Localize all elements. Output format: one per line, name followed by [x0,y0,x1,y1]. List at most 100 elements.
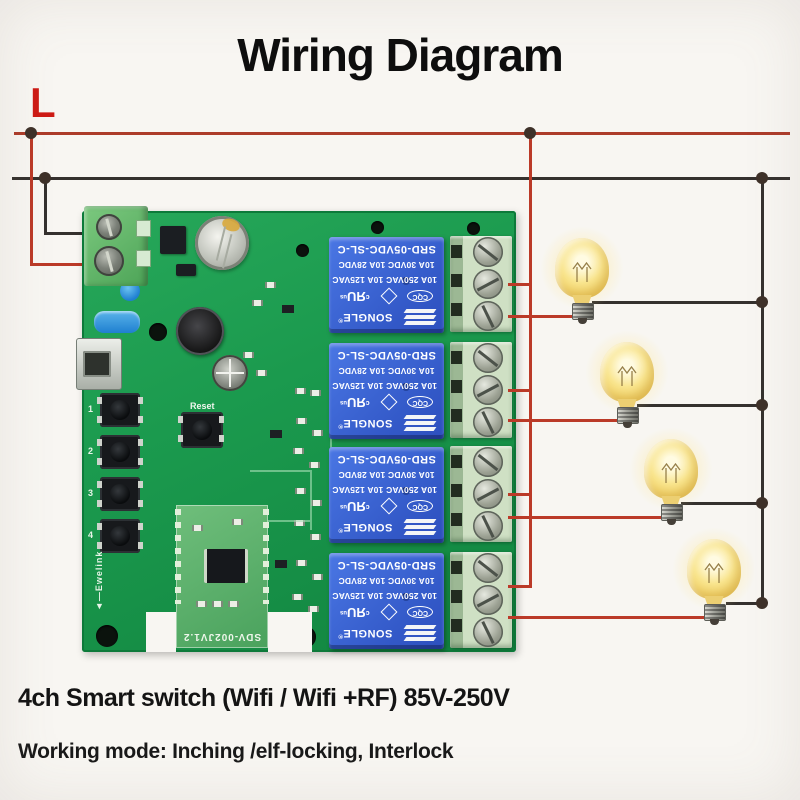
terminal-screw [472,553,503,583]
junction-dot [39,172,51,184]
ul-mark: cЯUus [340,499,370,514]
terminal-screw [472,511,503,541]
terminal-screw [472,447,503,477]
smd-component [196,601,207,607]
bulb-contact-tip [578,318,587,324]
live-bus-wire [14,132,790,135]
junction-dot [756,296,768,308]
smd-component [309,462,320,468]
capacitor [212,355,248,391]
live-feeder-vertical [529,132,532,588]
smd-component [275,560,287,568]
output-terminal-1 [450,236,512,332]
live-wire-label: L [30,79,56,126]
junction-dot [756,399,768,411]
relay4-common-stub [508,585,532,588]
vde-diamond-mark [380,393,398,411]
bulb-neck [661,496,681,505]
bulb2-live-wire [508,419,627,422]
relay-3: SONGLE® CQC cЯUus 10A 250VAC 10A 125VAC … [329,447,444,543]
relay-dc-rating: 10A 30VDC 10A 28VDC [338,260,435,270]
button-label-2: 2 [88,446,94,456]
smd-component [310,534,321,540]
smd-component [308,606,319,612]
terminal-screw [472,237,503,267]
bulb-neck [572,295,592,304]
terminal-screw [472,407,503,437]
bulb2-neutral-wire [637,404,764,407]
smd-component [243,352,254,358]
relay-mark-dot [402,277,410,285]
rf-module-label: SDV-002JV1.2 [182,631,262,642]
relay3-common-stub [508,493,532,496]
terminal-screw [472,269,503,299]
smd-component [212,601,223,607]
capacitor [195,216,249,270]
junction-dot [756,172,768,184]
smd-component [232,519,243,525]
light-bulb-4 [672,527,756,625]
bulb-contact-tip [623,422,632,428]
working-mode-caption: Working mode: Inching /elf-locking, Inte… [18,740,454,763]
relay-dc-rating: 10A 30VDC 10A 28VDC [338,470,435,480]
relay-2: SONGLE® CQC cЯUus 10A 250VAC 10A 125VAC … [329,343,444,439]
relay-model: SRD-05VDC-SL-C [337,559,436,571]
relay-model: SRD-05VDC-SL-C [337,453,436,465]
reset-button [178,412,223,448]
smd-component [282,305,294,313]
via-hole [149,323,167,341]
bulb-contact-tip [710,619,719,625]
bulb3-live-wire [508,516,671,519]
smd-component [295,388,306,394]
smd-component [296,560,307,566]
bulb4-neutral-wire [726,602,764,605]
junction-dot [524,127,536,139]
terminal-screw [472,375,503,405]
smd-component [252,300,263,306]
ul-mark: cЯUus [340,289,370,304]
live-input-drop [30,132,33,266]
cqc-mark: CQC [407,290,433,302]
mounting-hole [96,625,118,647]
relay-ac-rating: 10A 250VAC 10A 125VAC [332,381,437,391]
vde-diamond-mark [380,287,398,305]
bulb-neck [704,596,724,605]
ewelink-silkscreen: ◄—Ewelink [94,550,104,611]
terminal-screw [472,617,503,647]
micro-usb-port [76,338,122,390]
neutral-input-drop [44,177,47,235]
smd-component [270,430,282,438]
capacitor [120,281,140,301]
bulb-filament-icon [661,462,681,483]
capacitor [94,311,140,333]
bulb3-neutral-wire [681,502,764,505]
live-input-lead [30,263,90,266]
pcb-trace [260,520,310,522]
via-hole [371,221,384,234]
terminal-screw [96,214,122,240]
bulb1-live-wire [508,315,582,318]
smd-component [228,601,239,607]
via-hole [467,222,480,235]
pcb-trace [250,470,310,472]
ul-mark: cЯUus [340,605,370,620]
relay-ac-rating: 10A 250VAC 10A 125VAC [332,275,437,285]
light-bulb-3 [629,427,713,525]
bulb-filament-icon [704,562,724,583]
bulb-filament-icon [572,261,592,282]
light-bulb-2 [585,330,669,428]
bulb1-neutral-wire [592,301,764,304]
smd-component [312,430,323,436]
terminal-screw [472,479,503,509]
relay-1: SONGLE® CQC cЯUus 10A 250VAC 10A 125VAC … [329,237,444,333]
junction-dot [25,127,37,139]
light-bulb-1 [540,226,624,324]
channel-button-3 [97,477,140,511]
smd-component [192,525,203,531]
relay-ac-rating: 10A 250VAC 10A 125VAC [332,485,437,495]
vde-diamond-mark [380,497,398,515]
junction-dot [756,597,768,609]
relay2-common-stub [508,389,532,392]
bulb-contact-tip [667,519,676,525]
relay-ac-rating: 10A 250VAC 10A 125VAC [332,591,437,601]
